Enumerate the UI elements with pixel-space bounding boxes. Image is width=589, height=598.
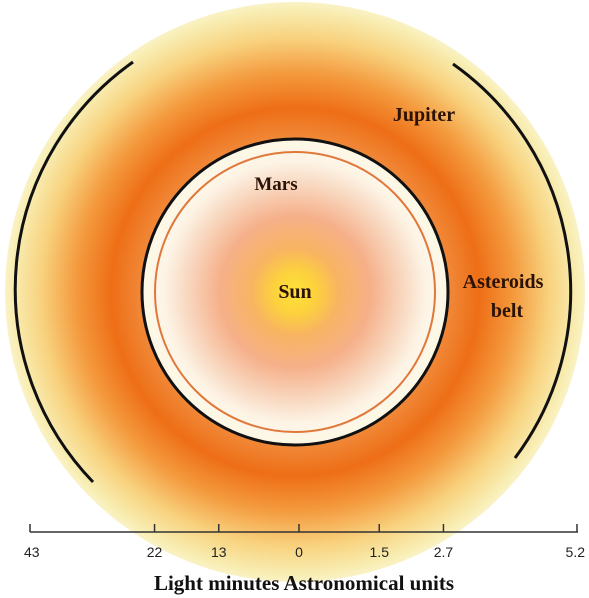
jupiter-orbit-ring [13,60,573,484]
inner-system-disc [151,148,439,436]
jupiter-label: Jupiter [393,104,455,126]
sun-label: Sun [278,281,311,303]
axis-tick-label: 5.2 [566,544,586,560]
axis-caption: Light minutes Astronomical units [154,571,454,595]
asteroid-belt-label-line2: belt [491,300,524,322]
mars-orbit [154,151,436,433]
axis-tick-label: 0 [295,544,303,560]
distance-axis: 43 22 13 0 1.5 2.7 5.2 Light minutes Astronomi… [24,524,585,595]
mars-label: Mars [254,174,297,195]
axis-tick-label: 22 [147,544,163,560]
axis-tick-label: 43 [24,544,40,560]
axis-tick-label: 13 [211,544,227,560]
asteroid-belt-label-line1: Asteroids [463,271,544,293]
axis-ticks: 43 22 13 0 1.5 2.7 5.2 [24,524,585,560]
axis-tick-label: 1.5 [370,544,390,560]
axis-tick-label: 2.7 [434,544,454,560]
